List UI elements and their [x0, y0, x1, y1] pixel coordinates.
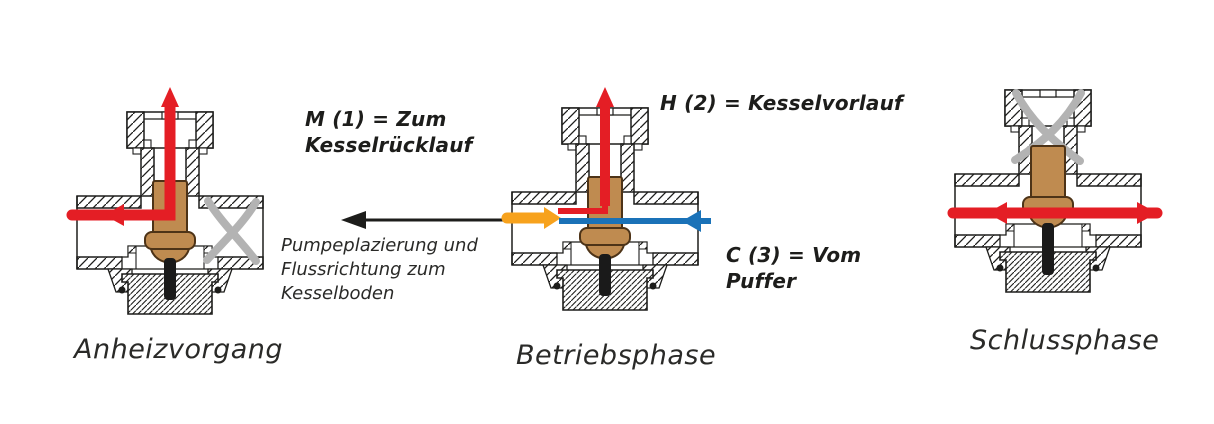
valve-schlussphase: [947, 89, 1163, 293]
c-port-label-line2: Puffer: [726, 269, 797, 293]
valve-anheizvorgang: [66, 87, 264, 315]
black-arrowhead-left-icon: [341, 211, 366, 229]
c-port-label-line1: C (3) = Vom: [726, 243, 862, 267]
red-arrowhead-left-icon: [987, 202, 1007, 224]
thermal-cartridge: [579, 176, 631, 296]
pump-note-line3: Kesselboden: [281, 283, 395, 304]
m-port-label-line2: Kesselrücklauf: [305, 133, 473, 157]
closed-port-x-icon: [1011, 89, 1085, 165]
caption-anheizvorgang: Anheizvorgang: [74, 334, 284, 365]
caption-schlussphase: Schlussphase: [970, 325, 1160, 356]
red-flow-arrow: [947, 202, 1163, 224]
thermal-cartridge: [144, 180, 196, 300]
red-arrowhead-up-icon: [596, 87, 614, 107]
red-arrowhead-left-icon: [104, 204, 124, 226]
red-flow-arrow: [66, 87, 179, 226]
thermal-cartridge: [1022, 145, 1074, 275]
red-arrowhead-right-icon: [1137, 202, 1157, 224]
cartridge-stem: [1042, 223, 1054, 275]
valve-betriebsphase: [341, 87, 711, 311]
cartridge-stem: [164, 258, 176, 300]
pump-note: Pumpeplazierung und Flussrichtung zum Ke…: [281, 234, 478, 306]
pump-note-line1: Pumpeplazierung und: [281, 235, 478, 256]
m-port-label-line1: M (1) = Zum: [305, 107, 447, 131]
pump-note-line2: Flussrichtung zum: [281, 259, 446, 280]
caption-betriebsphase: Betriebsphase: [516, 340, 717, 371]
pump-direction-arrow: [341, 211, 506, 229]
h-port-label: H (2) = Kesselvorlauf: [660, 91, 903, 115]
closed-port-x-icon: [203, 197, 260, 265]
m-port-label: M (1) = Zum Kesselrücklauf: [305, 106, 473, 158]
orange-arrowhead-right-icon: [544, 207, 561, 229]
blue-buffer-arrow: [559, 210, 711, 232]
c-port-label: C (3) = Vom Puffer: [726, 242, 861, 294]
orange-return-arrow: [501, 207, 561, 229]
blue-arrowhead-left-icon: [682, 210, 701, 232]
red-arrowhead-up-icon: [161, 87, 179, 107]
red-flow-arrow: [558, 87, 614, 214]
cartridge-stem: [599, 254, 611, 296]
